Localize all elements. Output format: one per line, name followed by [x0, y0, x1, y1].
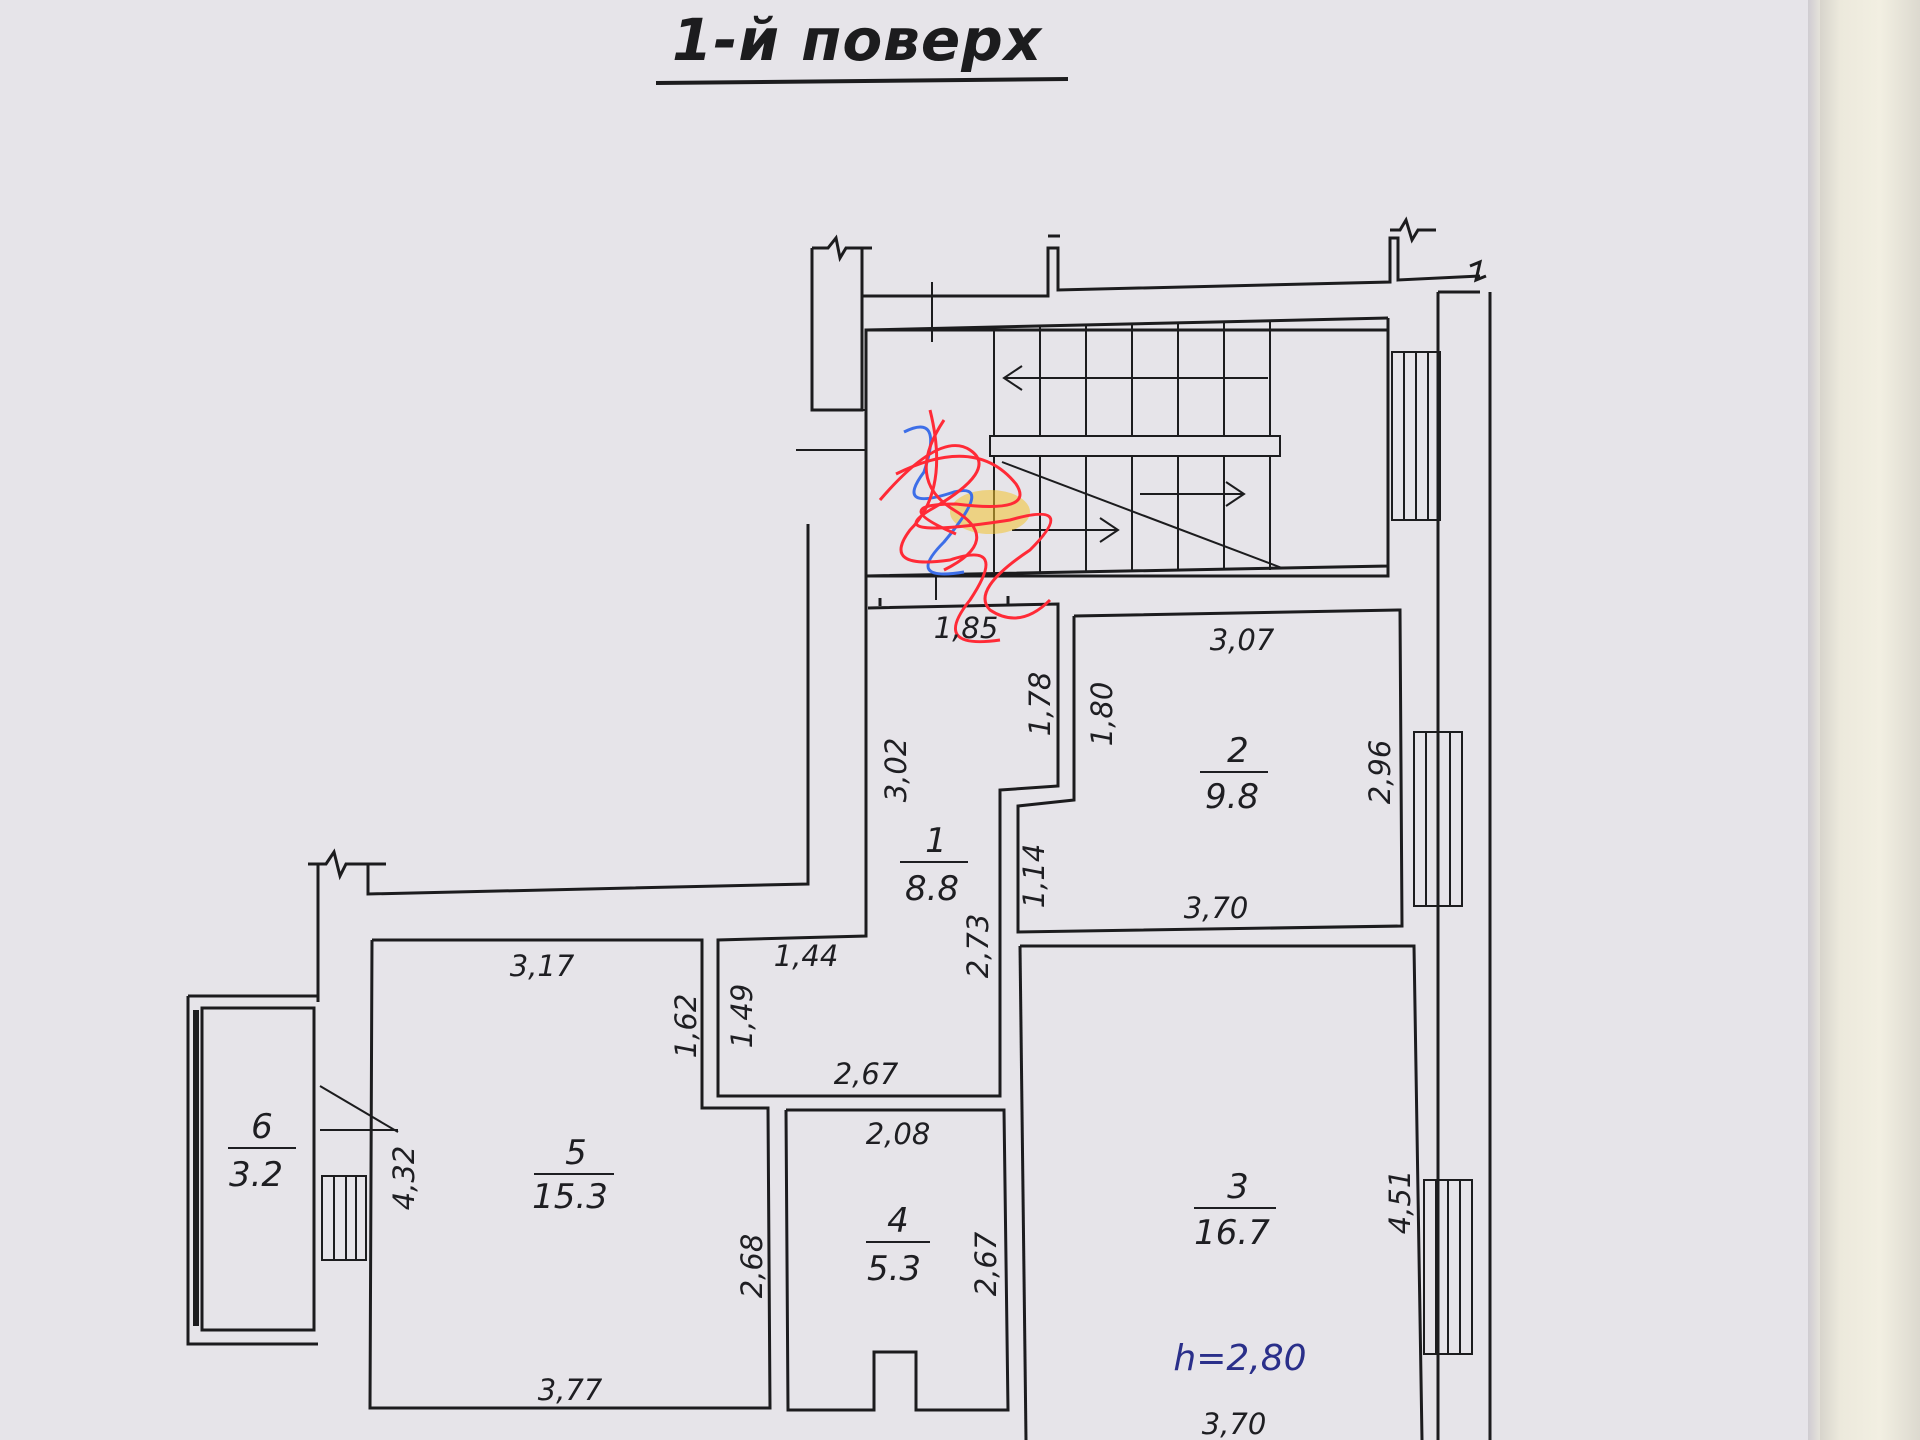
dim-r3-bottom: 3,70: [1202, 1407, 1267, 1440]
dim-r1-lower-right: 2,73: [961, 914, 995, 979]
windows: [193, 351, 1473, 1355]
walls: [186, 216, 1492, 1440]
room-3-area: 16.7: [1194, 1213, 1270, 1253]
break-mark: [308, 848, 386, 881]
dimension-labels: 1,85 3,02 1,78 1,44 2,73 1,49 2,67 3,07 …: [387, 611, 1417, 1440]
wall-left-upper: [366, 524, 810, 896]
room-4-number: 4: [887, 1201, 909, 1241]
room-5-outline: [368, 938, 772, 1410]
room-2-area: 9.8: [1205, 777, 1259, 817]
dim-r5-right-upper: 1,62: [669, 994, 703, 1059]
stair-landing: [989, 435, 1281, 457]
wall-top-outer: [860, 236, 1481, 298]
dim-r5-bottom: 3,77: [538, 1373, 603, 1407]
dim-r5-top: 3,17: [510, 949, 575, 983]
balcony-door: [321, 1175, 367, 1261]
room-1-outline: [716, 602, 1060, 1098]
room-3-outline: [1020, 944, 1424, 1440]
dim-r5-left: 4,32: [387, 1146, 421, 1211]
stair-top-wall: [865, 316, 1389, 332]
dim-r1-right-upper: 1,78: [1023, 672, 1057, 737]
dim-r4-top: 2,08: [866, 1117, 931, 1151]
break-mark: [812, 234, 872, 263]
dim-r2-left-lower: 1,14: [1017, 844, 1051, 909]
page-title: 1-й поверх: [672, 6, 1043, 74]
title-underline: [655, 77, 1069, 85]
room-6-number: 6: [251, 1107, 273, 1147]
room-4-outline: [784, 1108, 1010, 1412]
dim-r5-right-lower: 2,68: [735, 1234, 769, 1299]
dim-r2-right: 2,96: [1363, 740, 1397, 805]
room-2-number: 2: [1227, 731, 1249, 771]
room-1-area: 8.8: [905, 869, 959, 909]
break-mark: [1390, 216, 1436, 244]
dim-r1-bottom: 2,67: [834, 1057, 899, 1091]
dim-r1-lower-top: 1,44: [774, 939, 839, 973]
stair-right-wall: [865, 318, 1390, 578]
room-6-outline: [200, 1006, 316, 1332]
scribble: [878, 409, 1053, 644]
room-4-area: 5.3: [867, 1249, 921, 1289]
dim-r1-lower-left: 1,49: [725, 984, 759, 1049]
dim-r4-right: 2,67: [969, 1231, 1003, 1296]
dim-r1-top: 1,85: [934, 611, 999, 645]
stair-cell: [864, 328, 1390, 578]
dim-r2-bottom: 3,70: [1184, 891, 1249, 925]
dim-r2-top: 3,07: [1210, 623, 1275, 657]
room-5-number: 5: [565, 1133, 587, 1173]
dim-r3-right: 4,51: [1383, 1170, 1417, 1235]
room-5-area: 15.3: [532, 1177, 608, 1217]
room-3-number: 3: [1227, 1167, 1249, 1207]
page-edge: [1808, 0, 1822, 1440]
book-spine-shadow: [1820, 0, 1920, 1440]
room-1-number: 1: [925, 821, 947, 861]
room-6-area: 3.2: [229, 1155, 283, 1195]
dim-r1-left: 3,02: [879, 738, 913, 803]
break-mark: [1469, 259, 1487, 283]
dim-r2-left: 1,80: [1085, 682, 1119, 747]
room-labels: 1 8.8 2 9.8 3 16.7 4 5.3 5 15.3 6 3.2: [228, 731, 1276, 1289]
ceiling-height-note: h=2,80: [1173, 1338, 1306, 1379]
room-2-outline: [1016, 608, 1404, 934]
